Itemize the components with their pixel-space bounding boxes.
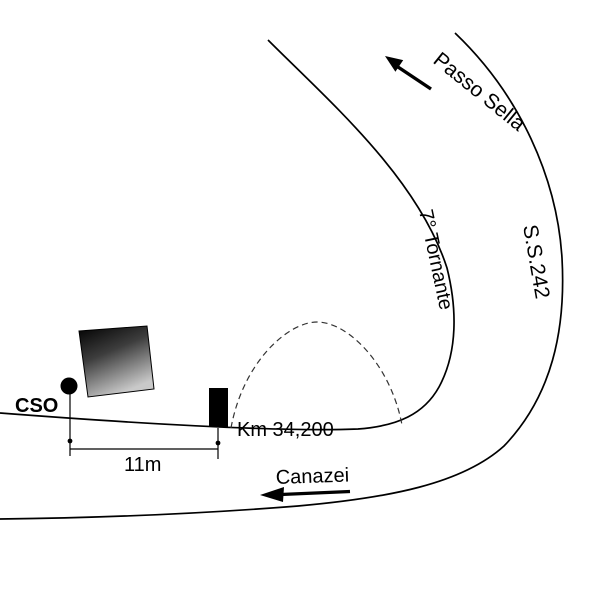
dashed-arc — [230, 321, 403, 429]
km-marker-label: Km 34,200 — [237, 419, 334, 441]
road-outer-edge — [0, 32, 564, 520]
passo-sella-label: Passo Sella — [429, 48, 530, 136]
dimension-dot-right — [215, 440, 221, 446]
cso-label: CSO — [15, 395, 58, 417]
passo-sella-arrow-head — [385, 56, 404, 72]
road-inner-edge — [0, 39, 455, 431]
ss242-label: S.S.242 — [518, 223, 554, 301]
passo-sella-arrow-shaft — [397, 65, 432, 91]
building-shape — [78, 325, 155, 398]
canazei-arrow-shaft — [280, 489, 351, 497]
km-marker-post — [209, 388, 228, 427]
canazei-label: Canazei — [275, 464, 349, 489]
canazei-arrow-head — [260, 487, 284, 502]
distance-label: 11m — [124, 454, 161, 476]
dimension-dot-left — [67, 438, 73, 444]
tornante-label: 7° Tornante — [414, 207, 457, 311]
cso-point-dot — [60, 377, 78, 395]
